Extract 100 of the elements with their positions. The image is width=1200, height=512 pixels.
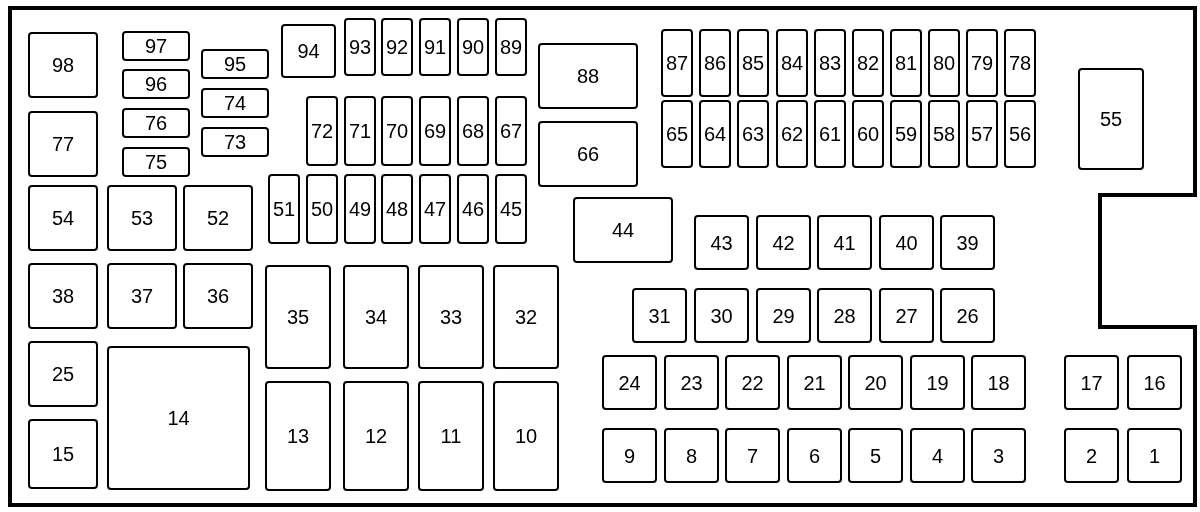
fuse-number: 94 — [297, 41, 320, 61]
fuse-slot — [756, 288, 811, 343]
fuse-number: 46 — [461, 199, 485, 219]
fuse-number: 16 — [1143, 372, 1166, 393]
fuse-slot — [928, 100, 960, 168]
fuse-slot — [1127, 355, 1182, 410]
fuse-slot — [457, 174, 489, 244]
fuse-slot — [419, 96, 451, 166]
fuse-number: 63 — [741, 124, 765, 144]
fuse-slot — [573, 197, 673, 263]
fuse-slot — [787, 428, 842, 483]
fuse-number: 74 — [223, 93, 247, 113]
fuse-slot — [699, 29, 731, 97]
fuse-slot — [940, 215, 995, 270]
fuse-slot — [966, 100, 998, 168]
fuse-number: 61 — [818, 124, 842, 144]
fuse-slot — [306, 96, 338, 166]
fuse-number: 42 — [772, 232, 795, 253]
fuse-number: 86 — [703, 53, 727, 73]
fuse-number: 97 — [144, 36, 168, 56]
fuse-number: 73 — [223, 132, 247, 152]
fuse-slot — [966, 29, 998, 97]
fuse-number: 62 — [780, 124, 804, 144]
fuse-number: 9 — [623, 445, 636, 466]
fuse-slot — [817, 215, 872, 270]
fuse-number: 66 — [576, 144, 600, 164]
fuse-slot — [848, 355, 903, 410]
fuse-slot — [1127, 428, 1182, 483]
fuse-slot — [107, 263, 177, 329]
fuse-number: 50 — [310, 199, 334, 219]
fuse-number: 80 — [932, 53, 956, 73]
fuse-slot — [28, 185, 98, 251]
fuse-number: 19 — [926, 372, 949, 393]
fuse-slot — [661, 29, 693, 97]
fuse-number: 36 — [206, 286, 230, 306]
fuse-slot — [664, 355, 719, 410]
fuse-slot — [1004, 29, 1036, 97]
fuse-slot — [28, 111, 98, 177]
fuse-number: 69 — [423, 121, 447, 141]
fuse-number: 24 — [618, 372, 641, 393]
fuse-number: 57 — [970, 124, 994, 144]
fuse-slot — [381, 174, 413, 244]
fuse-number: 87 — [665, 53, 689, 73]
fuse-number: 67 — [499, 121, 523, 141]
fuse-number: 27 — [895, 305, 918, 326]
fuse-slot — [344, 96, 376, 166]
fuse-slot — [268, 174, 300, 244]
fuse-number: 2 — [1085, 445, 1098, 466]
fuse-number: 18 — [987, 372, 1010, 393]
fuse-slot — [28, 32, 98, 98]
fuse-slot — [28, 341, 98, 407]
fuse-slot — [694, 215, 749, 270]
fuse-number: 29 — [772, 305, 795, 326]
fuse-number: 68 — [461, 121, 485, 141]
fuse-slot — [1064, 355, 1119, 410]
fuse-slot — [725, 428, 780, 483]
fuse-slot — [107, 185, 177, 251]
fuse-slot — [602, 355, 657, 410]
fuse-number: 35 — [286, 307, 310, 327]
fuse-number: 15 — [51, 444, 75, 464]
fuse-slot — [201, 49, 269, 79]
fuse-slot — [776, 100, 808, 168]
fuse-number: 40 — [895, 232, 918, 253]
fuse-number: 14 — [167, 408, 190, 428]
fuse-slot — [419, 18, 451, 76]
fuse-slot — [971, 355, 1026, 410]
fuse-number: 92 — [385, 37, 409, 57]
fuse-slot — [814, 100, 846, 168]
fuse-number: 79 — [970, 53, 994, 73]
fuse-slot — [493, 381, 559, 491]
fuse-number: 88 — [576, 66, 600, 86]
fuse-slot — [632, 288, 687, 343]
fuse-slot — [756, 215, 811, 270]
fuse-number: 95 — [223, 54, 247, 74]
fuse-number: 38 — [51, 286, 75, 306]
fuse-slot — [28, 263, 98, 329]
fuse-slot — [940, 288, 995, 343]
fuse-number: 48 — [385, 199, 409, 219]
fuse-slot — [28, 419, 98, 489]
fuse-slot — [343, 381, 409, 491]
fuse-slot — [664, 428, 719, 483]
fuse-number: 72 — [310, 121, 334, 141]
fuse-number: 41 — [833, 232, 856, 253]
fuse-slot — [890, 29, 922, 97]
fuse-slot — [201, 127, 269, 157]
fuse-number: 1 — [1148, 445, 1161, 466]
fuse-number: 39 — [956, 232, 979, 253]
fuse-number: 60 — [856, 124, 880, 144]
fuse-slot — [343, 265, 409, 369]
fuse-slot — [281, 24, 336, 78]
fuse-slot — [910, 428, 965, 483]
fuse-number: 12 — [364, 426, 388, 446]
fuse-number: 5 — [869, 445, 882, 466]
fuse-number: 31 — [648, 305, 671, 326]
fuse-slot — [201, 88, 269, 118]
fuse-slot — [694, 288, 749, 343]
fuse-number: 78 — [1008, 53, 1032, 73]
fuse-number: 98 — [51, 55, 75, 75]
fuse-slot — [183, 185, 253, 251]
fuse-number: 82 — [856, 53, 880, 73]
